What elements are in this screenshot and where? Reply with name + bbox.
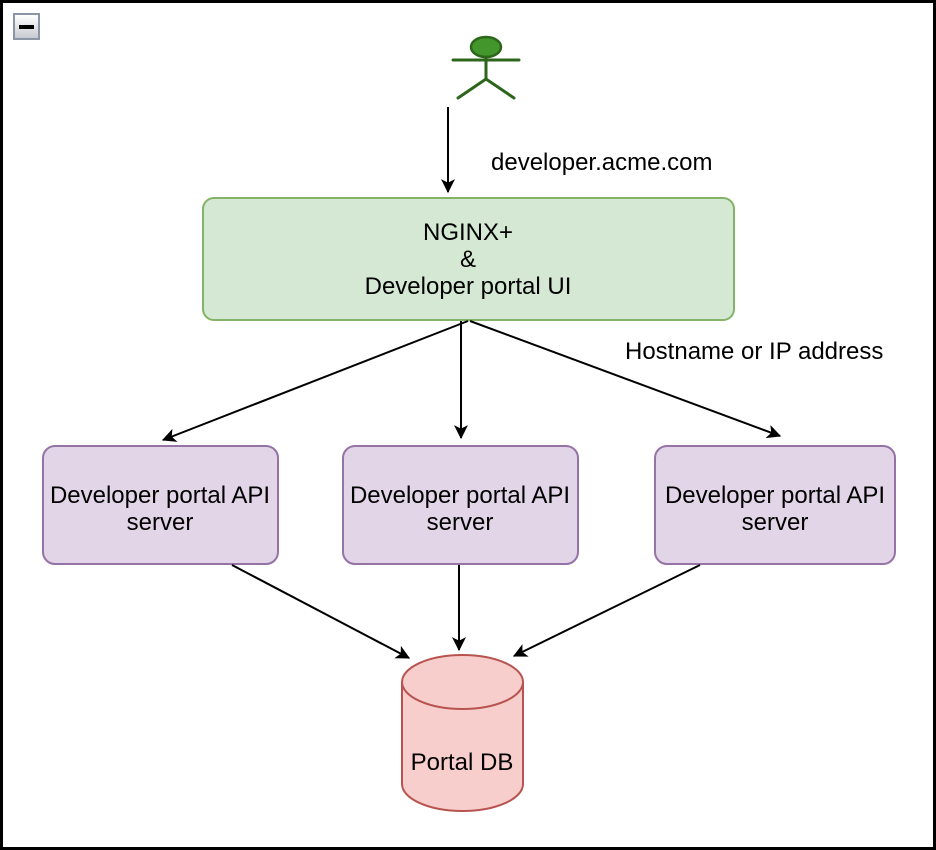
database-label: Portal DB: [411, 749, 514, 776]
api-server-box[interactable]: [654, 445, 896, 565]
api-server-label-line2: server: [127, 509, 194, 536]
api-server-label-line1: Developer portal API: [50, 482, 270, 509]
api-server-node-right[interactable]: Developer portal API server: [654, 445, 896, 565]
api-server-label-line2: server: [742, 509, 809, 536]
minus-icon: [19, 24, 34, 29]
api-server-node-left[interactable]: Developer portal API server: [42, 445, 279, 565]
edge-nginx-to-server-left: [161, 320, 469, 442]
database-cylinder-icon[interactable]: [401, 654, 524, 812]
api-server-label-line1: Developer portal API: [350, 482, 570, 509]
nginx-label-line1: NGINX+: [423, 219, 513, 246]
api-server-label-line1: Developer portal API: [665, 482, 885, 509]
nginx-portal-ui-node[interactable]: NGINX+ & Developer portal UI: [202, 197, 735, 321]
edge-label-hostname: Hostname or IP address: [625, 338, 883, 365]
collapse-button[interactable]: [13, 13, 40, 40]
portal-db-node[interactable]: Portal DB: [401, 654, 524, 812]
api-server-box[interactable]: [42, 445, 279, 565]
actor-leg-right: [484, 77, 516, 100]
actor-leg-left: [456, 77, 488, 100]
person-icon[interactable]: [451, 35, 521, 100]
nginx-label-line2: &: [460, 246, 476, 273]
edge-nginx-to-server-right: [469, 320, 782, 439]
edge-server-left-to-db: [231, 564, 411, 659]
api-server-node-middle[interactable]: Developer portal API server: [342, 445, 579, 565]
nginx-box[interactable]: [202, 197, 735, 321]
database-cylinder-top-arc: [401, 681, 524, 710]
api-server-box[interactable]: [342, 445, 579, 565]
actor-head: [469, 35, 503, 59]
api-server-label-line2: server: [427, 509, 494, 536]
edge-label-domain: developer.acme.com: [491, 149, 712, 176]
edge-server-right-to-db: [512, 564, 701, 657]
nginx-label-line3: Developer portal UI: [365, 273, 572, 300]
